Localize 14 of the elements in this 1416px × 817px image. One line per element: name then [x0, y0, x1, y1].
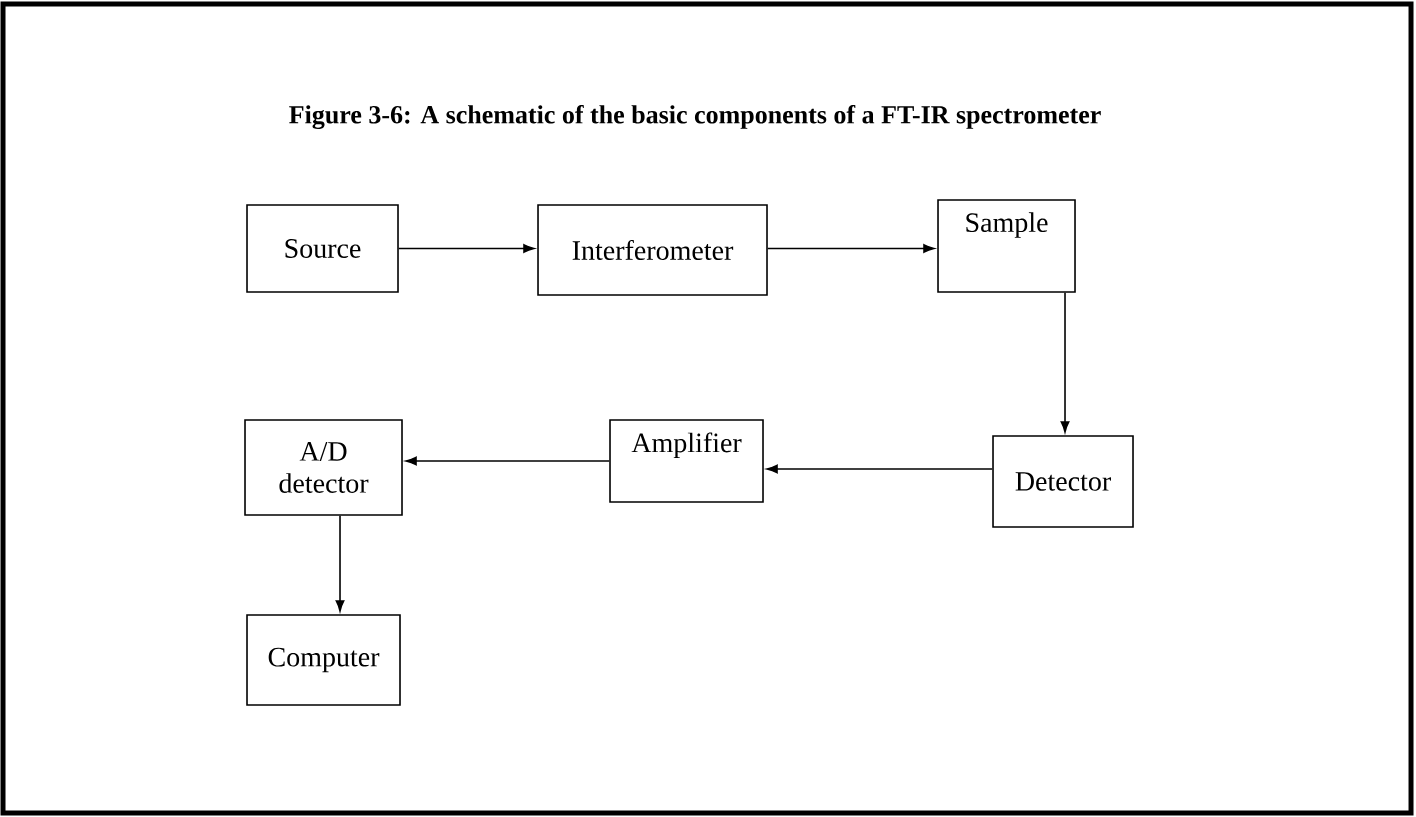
process-box: Computer [246, 614, 401, 706]
process-box: A/D detector [244, 419, 403, 516]
arrow [398, 244, 535, 253]
arrow [767, 244, 935, 253]
arrow [766, 464, 993, 474]
process-box: Sample [937, 199, 1076, 293]
title: Figure 3-6: A schematic of the basic components of a FT-IR spectrometer [289, 104, 1101, 129]
process-box: Interferometer [537, 204, 768, 296]
process-box: Detector [992, 435, 1134, 528]
arrow [405, 456, 610, 466]
arrow [1060, 292, 1070, 433]
process-box: Source [246, 204, 399, 293]
process-box: Amplifier [609, 419, 764, 503]
arrow [335, 515, 345, 612]
